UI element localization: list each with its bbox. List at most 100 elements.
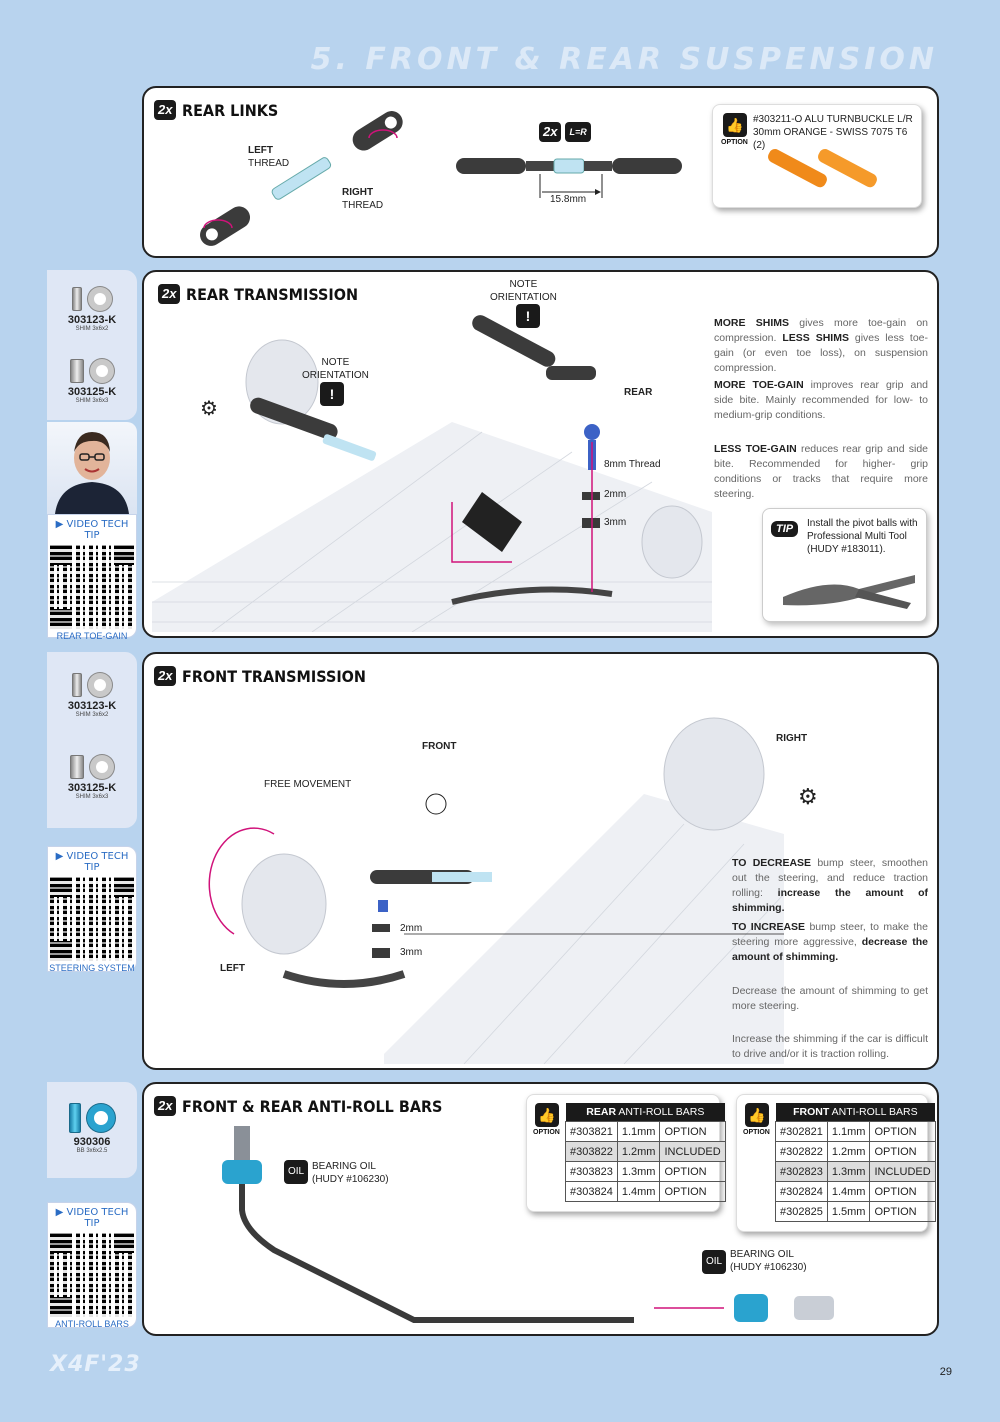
video-tip-text: VIDEO TECH TIP: [66, 1207, 129, 1229]
status-cell: OPTION: [659, 1181, 726, 1202]
thumbs-up-icon: 👍: [723, 113, 747, 137]
thickness-cell: 1.3mm: [826, 1161, 871, 1182]
status-cell: INCLUDED: [659, 1141, 726, 1162]
option-label: OPTION: [533, 1129, 560, 1136]
parts-card-rear: 303123-K SHIM 3x6x2 303125-K SHIM 3x6x3: [47, 270, 137, 420]
part-number-cell: #302822: [775, 1141, 828, 1162]
orange-turnbuckle-image: [768, 149, 877, 188]
video-tip-caption: ANTI-ROLL BARS: [55, 1319, 129, 1329]
multi-tool-image: [783, 575, 915, 609]
option-label: OPTION: [721, 139, 748, 146]
part-number-cell: #303824: [565, 1181, 618, 1202]
section-header: 2x FRONT TRANSMISSION: [154, 666, 387, 686]
thickness-cell: 1.2mm: [826, 1141, 871, 1162]
thickness-cell: 1.3mm: [616, 1161, 661, 1182]
oil-icon: OIL: [284, 1160, 308, 1184]
thumbs-up-icon: 👍: [535, 1103, 559, 1127]
bearing-oil-label-1: BEARING OIL(HUDY #106230): [312, 1161, 389, 1185]
status-cell: OPTION: [659, 1161, 726, 1182]
part-number: 303125-K: [67, 386, 117, 398]
front-transmission-panel: 2x FRONT TRANSMISSION FRONT RIGHT LEFT F…: [142, 652, 939, 1070]
more-shims-note: MORE SHIMS gives more toe-gain on compre…: [714, 317, 929, 374]
oil-icon: OIL: [702, 1250, 726, 1274]
thumbs-up-icon: 👍: [745, 1103, 769, 1127]
right-side-label: RIGHT: [776, 733, 808, 744]
status-cell: INCLUDED: [869, 1161, 936, 1182]
part-description: BB 3x6x2.5: [76, 1148, 108, 1154]
part-number: 930306: [73, 1136, 111, 1148]
qr-code-icon[interactable]: [50, 545, 134, 629]
tip-box: TIP Install the pivot balls with Profess…: [762, 508, 927, 622]
status-cell: OPTION: [869, 1121, 936, 1142]
section-header: 2x FRONT & REAR ANTI-ROLL BARS: [154, 1096, 472, 1116]
video-tip-label: ▶ VIDEO TECH TIP: [48, 519, 136, 541]
shim-face-icon: [90, 359, 114, 383]
quantity-badge: 2x: [158, 284, 181, 304]
thickness-cell: 1.1mm: [616, 1121, 661, 1142]
part-number-cell: #302825: [775, 1201, 828, 1222]
thickness-cell: 1.2mm: [616, 1141, 661, 1162]
video-tech-tip-rear-toe-gain[interactable]: ▶ VIDEO TECH TIP REAR TOE-GAIN: [47, 514, 137, 641]
qr-code-icon[interactable]: [50, 877, 134, 961]
video-tip-caption: STEERING SYSTEM: [49, 963, 135, 973]
shim-face-icon: [90, 755, 114, 779]
left-side-label: LEFT: [220, 963, 245, 974]
link-length-dimension: 15.8mm: [550, 194, 587, 205]
shim-thickness-3mm: 3mm: [400, 947, 423, 958]
video-tip-text: VIDEO TECH TIP: [66, 519, 129, 541]
part-bearing: 930306 BB 3x6x2.5: [47, 1100, 137, 1154]
status-cell: OPTION: [659, 1121, 726, 1142]
shim-face-icon: [88, 287, 112, 311]
shim-thickness-2mm: 2mm: [400, 923, 423, 934]
section-title: REAR LINKS: [182, 100, 279, 120]
decrease-bump-steer-note: TO DECREASE bump steer, smoothen out the…: [732, 857, 929, 914]
left-equals-right-badge: L=R: [565, 122, 591, 142]
shim-thickness-2mm: 2mm: [604, 489, 627, 500]
video-tip-caption: REAR TOE-GAIN: [56, 631, 128, 641]
rear-arb-table-header: REAR ANTI-ROLL BARS: [565, 1103, 726, 1122]
quantity-badge: 2x: [154, 100, 177, 120]
shim-side-icon: [72, 287, 82, 311]
status-cell: OPTION: [869, 1141, 936, 1162]
video-tech-tip-steering-system[interactable]: ▶ VIDEO TECH TIP STEERING SYSTEM: [47, 846, 137, 973]
shim-side-icon: [70, 359, 84, 383]
product-logo: X4F'23: [50, 1352, 141, 1377]
play-icon: ▶: [55, 1207, 64, 1218]
rotation-arrow-icon: [368, 129, 398, 139]
section-header: 2x REAR LINKS: [154, 100, 289, 120]
thickness-cell: 1.5mm: [826, 1201, 871, 1222]
part-description: SHIM 3x6x2: [75, 326, 109, 332]
thickness-cell: 1.4mm: [616, 1181, 661, 1202]
part-description: SHIM 3x6x3: [75, 794, 109, 800]
thickness-cell: 1.1mm: [826, 1121, 871, 1142]
part-number-cell: #302821: [775, 1121, 828, 1142]
video-tech-tip-anti-roll-bars[interactable]: ▶ VIDEO TECH TIP ANTI-ROLL BARS: [47, 1202, 137, 1329]
traction-rolling-note: Increase the shimming if the car is diff…: [732, 1033, 928, 1060]
section-title: REAR TRANSMISSION: [186, 284, 359, 304]
part-shim-2: 303123-K SHIM 3x6x2: [47, 284, 137, 332]
adjust-gear-icon: ⚙: [200, 398, 218, 420]
part-description: SHIM 3x6x3: [75, 398, 109, 404]
video-tip-label: ▶ VIDEO TECH TIP: [48, 1207, 136, 1229]
presenter-photo: [47, 422, 137, 514]
qr-code-icon[interactable]: [50, 1233, 134, 1317]
quantity-badge: 2x: [154, 1096, 177, 1116]
front-arb-table-header: FRONT ANTI-ROLL BARS: [775, 1103, 936, 1122]
shim-side-icon: [70, 755, 84, 779]
part-number-cell: #302824: [775, 1181, 828, 1202]
assembled-link-diagram: [456, 158, 682, 198]
video-tip-text: VIDEO TECH TIP: [66, 851, 129, 873]
part-number-cell: #303821: [565, 1121, 618, 1142]
option-turnbuckle-box: 👍 OPTION #303211-O ALU TURNBUCKLE L/R 30…: [712, 104, 922, 208]
